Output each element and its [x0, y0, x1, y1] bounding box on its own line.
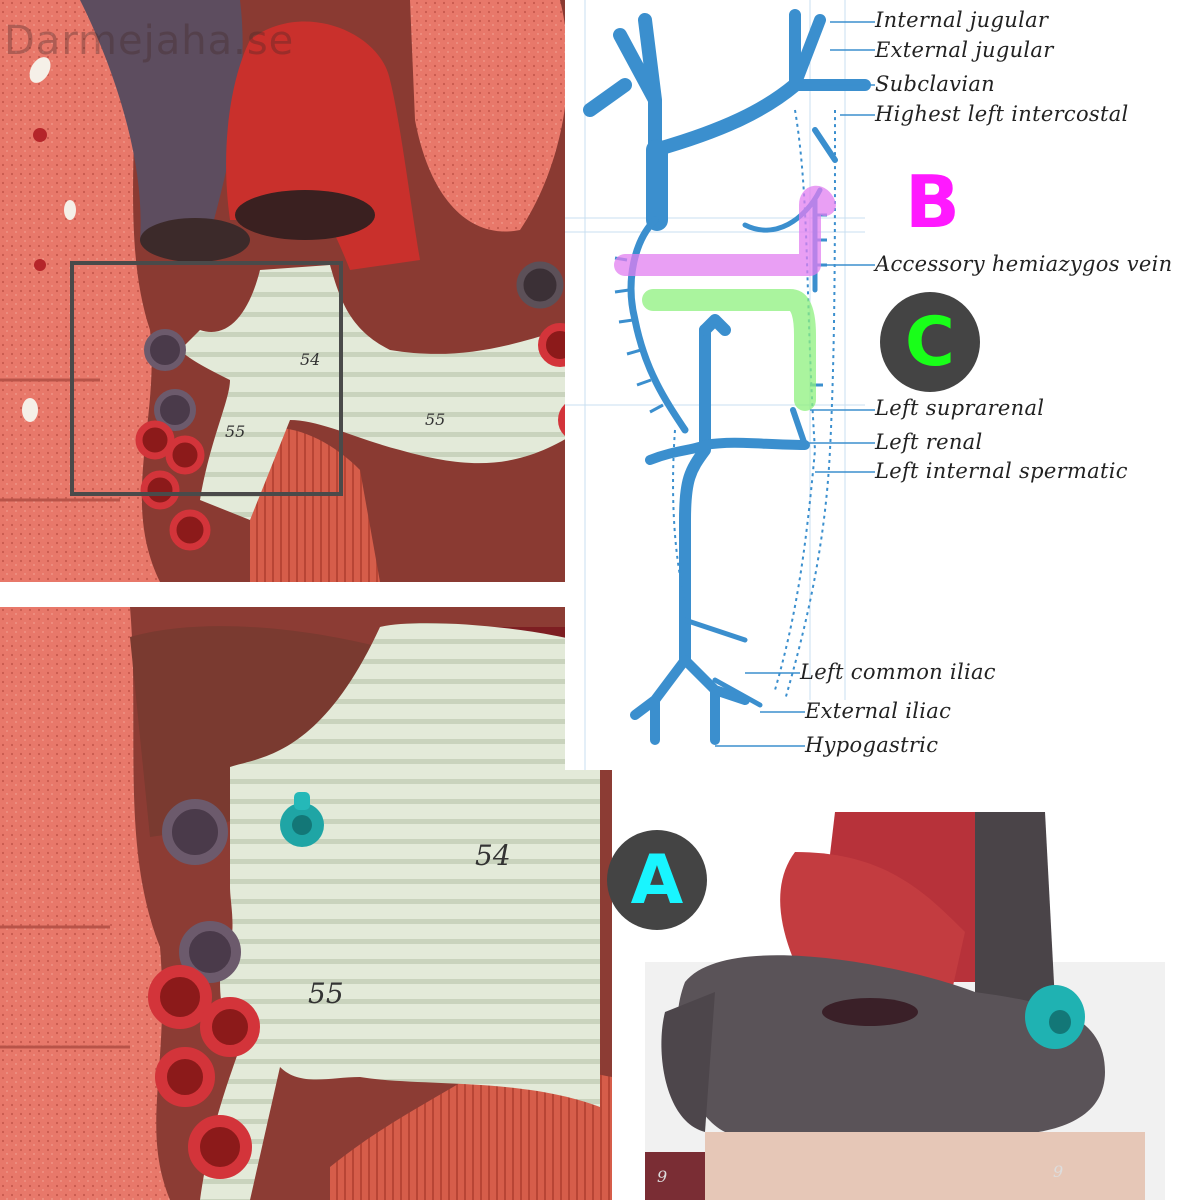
label-external-jugular: External jugular: [875, 38, 1054, 62]
zoom-number-55: 55: [308, 977, 344, 1010]
model-number-55-right: 55: [425, 410, 446, 429]
zoom-number-54: 54: [475, 839, 511, 872]
label-accessory-hemiazygos: Accessory hemiazygos vein: [875, 252, 1173, 276]
marker-c-letter: C: [905, 302, 955, 382]
label-internal-jugular: Internal jugular: [875, 8, 1049, 32]
right-number-right: 9: [1053, 1162, 1064, 1181]
photo-zoom-model: 54 55: [0, 607, 612, 1200]
watermark-text: Darmejaha.se: [4, 18, 295, 64]
label-subclavian: Subclavian: [875, 72, 995, 96]
marker-b-letter: B: [905, 160, 960, 244]
marker-a-badge: A: [607, 830, 707, 930]
label-external-iliac: External iliac: [805, 699, 952, 723]
marker-a-letter: A: [630, 840, 684, 920]
photo-top-model: Darmejaha.se 54 55 55: [0, 0, 627, 582]
label-hypogastric: Hypogastric: [805, 733, 939, 757]
label-left-renal: Left renal: [875, 430, 983, 454]
model-number-54: 54: [300, 350, 321, 369]
model-number-55-left: 55: [225, 422, 246, 441]
venous-diagram: Internal jugular External jugular Subcla…: [565, 0, 1200, 770]
label-highest-left-intercostal: Highest left intercostal: [875, 102, 1129, 126]
marker-c-badge: C: [880, 292, 980, 392]
label-left-suprarenal: Left suprarenal: [875, 396, 1045, 420]
photo-right-model: 9 9: [645, 812, 1165, 1200]
label-left-internal-spermatic: Left internal spermatic: [875, 459, 1128, 483]
label-left-common-iliac: Left common iliac: [800, 660, 996, 684]
right-number-left: 9: [657, 1167, 668, 1186]
